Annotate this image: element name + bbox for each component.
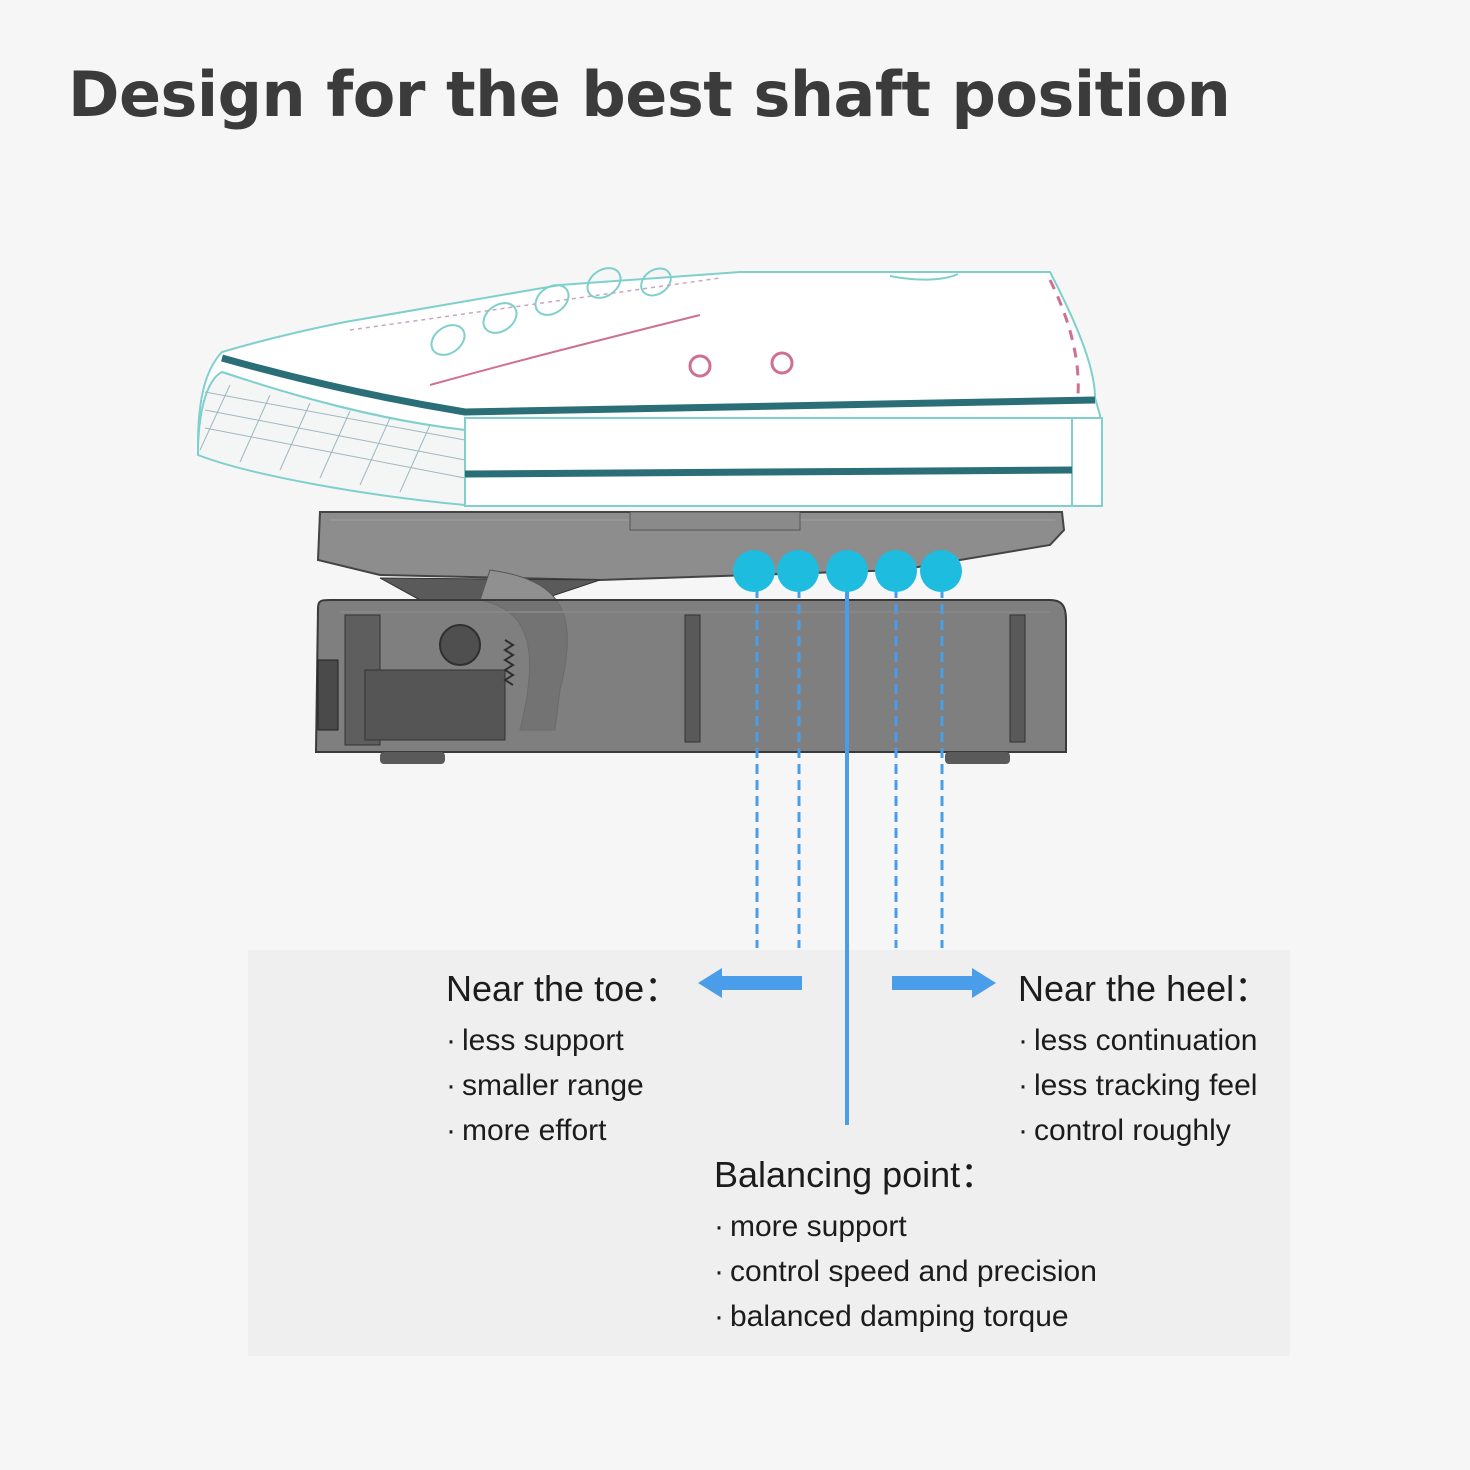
list-item: less support (446, 1018, 680, 1063)
toe-position-marker (733, 550, 775, 592)
heel-position-marker (875, 550, 917, 592)
page-title: Design for the best shaft position (68, 58, 1231, 131)
toe-points: less support smaller range more effort (446, 1018, 680, 1153)
heel-points: less continuation less tracking feel con… (1018, 1018, 1270, 1153)
list-item: smaller range (446, 1063, 680, 1108)
balance-position-marker (826, 550, 868, 592)
list-item: more support (714, 1204, 1097, 1249)
toe-heading: Near the toe： (446, 968, 681, 1009)
list-item: balanced damping torque (714, 1294, 1097, 1339)
heel-group: Near the heel： less continuation less tr… (1018, 960, 1270, 1153)
toe-position-marker (777, 550, 819, 592)
list-item: less tracking feel (1018, 1063, 1270, 1108)
balance-heading: Balancing point： (714, 1154, 997, 1195)
list-item: control speed and precision (714, 1249, 1097, 1294)
eyelet-icon (688, 354, 712, 378)
shoe-stripe (221, 354, 1096, 416)
arrow-left-icon (698, 968, 802, 998)
heel-heading: Near the heel： (1018, 968, 1271, 1009)
shoe-stripe (464, 466, 1073, 478)
arrow-right-icon (892, 968, 996, 998)
balance-points: more support control speed and precision… (714, 1204, 1097, 1339)
balance-group: Balancing point： more support control sp… (714, 1146, 1097, 1339)
toe-group: Near the toe： less support smaller range… (446, 960, 680, 1153)
list-item: less continuation (1018, 1018, 1270, 1063)
list-item: control roughly (1018, 1108, 1270, 1153)
list-item: more effort (446, 1108, 680, 1153)
eyelet-icon (770, 351, 794, 375)
heel-position-marker (920, 550, 962, 592)
shoe-illustration (197, 267, 1103, 507)
